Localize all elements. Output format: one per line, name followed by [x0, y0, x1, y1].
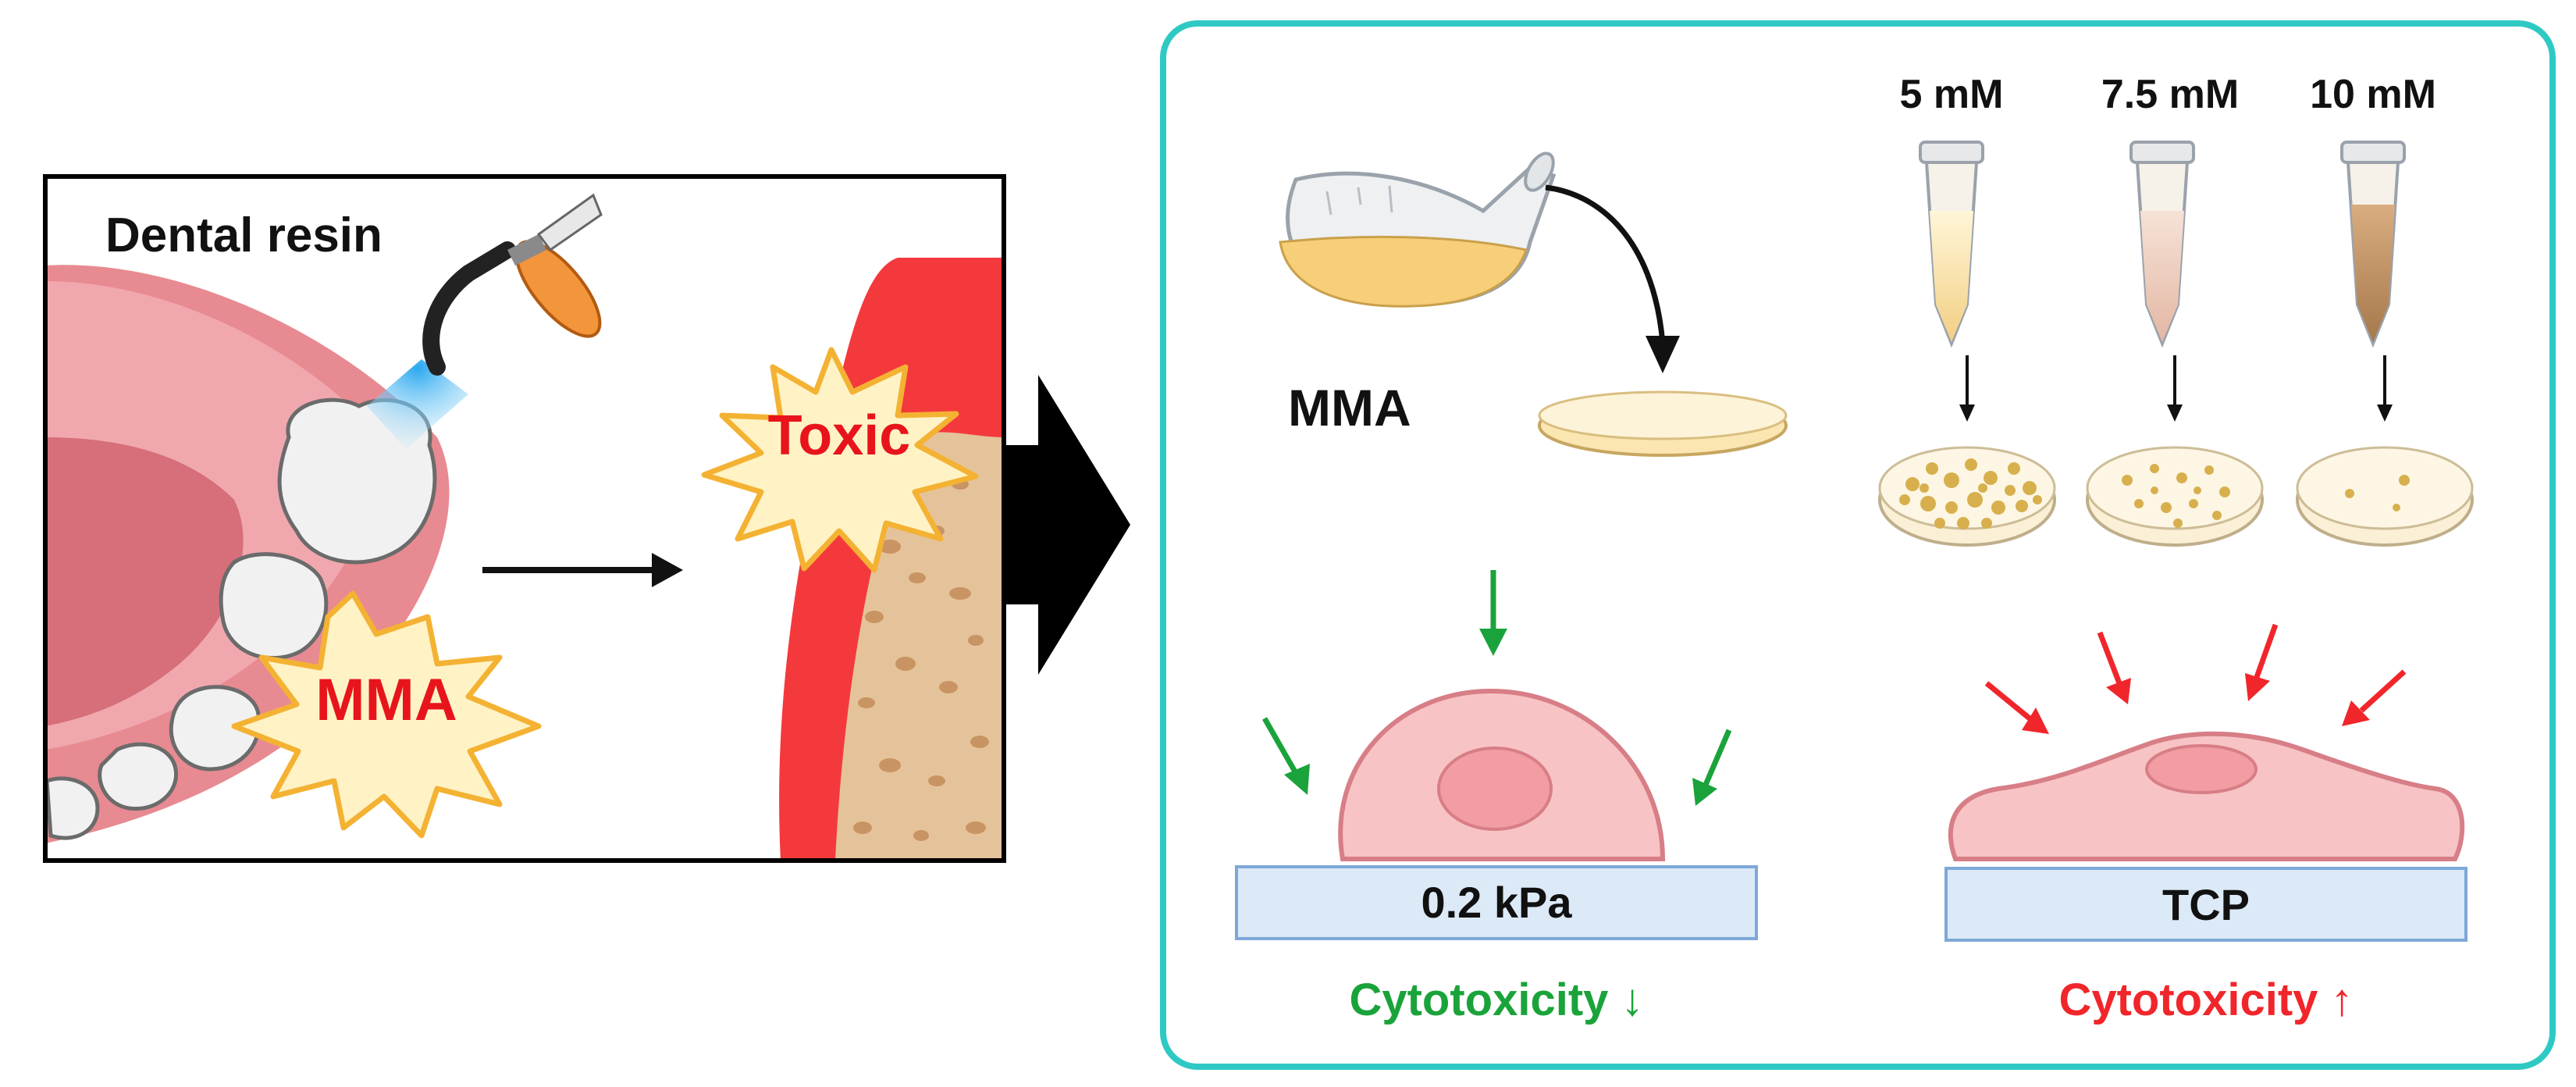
tongue-shadow	[45, 437, 244, 726]
tooth-2	[219, 552, 329, 661]
mma-burst: MMA	[231, 590, 542, 839]
left-panel: MMA Toxic Dental resin	[43, 174, 1006, 863]
main-connector-arrow	[1004, 375, 1130, 675]
toxic-burst-label: Toxic	[768, 405, 911, 467]
tube-5mm: 5 mM	[1900, 72, 2004, 422]
flask-label: MMA	[1288, 379, 1411, 437]
soft-substrate	[1235, 865, 1758, 940]
stiff-substrate	[1944, 867, 2467, 942]
stiff-substrate-label: TCP	[2162, 880, 2250, 929]
tooth-4	[98, 742, 179, 811]
tooth-5	[45, 776, 100, 840]
treated-tooth	[277, 397, 437, 565]
green-arrows	[1261, 570, 1732, 806]
toxic-burst: Toxic	[701, 347, 979, 573]
stiff-cell-nucleus	[2145, 744, 2258, 794]
blue-light-beam	[367, 359, 468, 449]
stiff-cell	[1948, 731, 2465, 861]
dental-resin-title: Dental resin	[105, 208, 382, 262]
tooth-3	[169, 685, 262, 772]
pour-arrow	[1545, 184, 1680, 373]
red-arrows	[1984, 623, 2407, 734]
curing-light	[367, 193, 603, 449]
bone-section	[835, 432, 1004, 861]
curing-light-wand	[422, 241, 516, 376]
petri-dish-5mm	[1878, 446, 2056, 547]
arrow-to-jaw	[482, 553, 683, 587]
conc-5mm-label: 5 mM	[1900, 72, 2004, 117]
tooth-row	[45, 397, 437, 840]
petri-dish-7-5mm	[2086, 446, 2264, 547]
wand-brush	[536, 193, 603, 252]
soft-substrate-label: 0.2 kPa	[1421, 878, 1572, 927]
conc-10mm-label: 10 mM	[2310, 72, 2436, 117]
soft-cell-nucleus	[1437, 747, 1553, 831]
conc-7-5mm-label: 7.5 mM	[2101, 72, 2239, 117]
result-soft-label: Cytotoxicity ↓	[1349, 975, 1643, 1025]
result-stiff-label: Cytotoxicity ↑	[2058, 975, 2353, 1025]
culture-dish-mma	[1538, 390, 1788, 457]
soft-substrate-group: 0.2 kPa Cytotoxicity ↓	[1235, 570, 1758, 1025]
erlenmeyer-flask	[1279, 151, 1557, 308]
stiff-substrate-group: TCP Cytotoxicity ↑	[1944, 623, 2467, 1025]
tube-10mm: 10 mM	[2310, 72, 2436, 422]
tube-7-5mm: 7.5 mM	[2101, 72, 2239, 422]
right-panel: MMA 5 mM 7.5 mM	[1160, 20, 2556, 1070]
mma-burst-label: MMA	[315, 667, 457, 733]
wand-connector	[507, 234, 546, 266]
petri-dish-10mm	[2296, 446, 2474, 547]
